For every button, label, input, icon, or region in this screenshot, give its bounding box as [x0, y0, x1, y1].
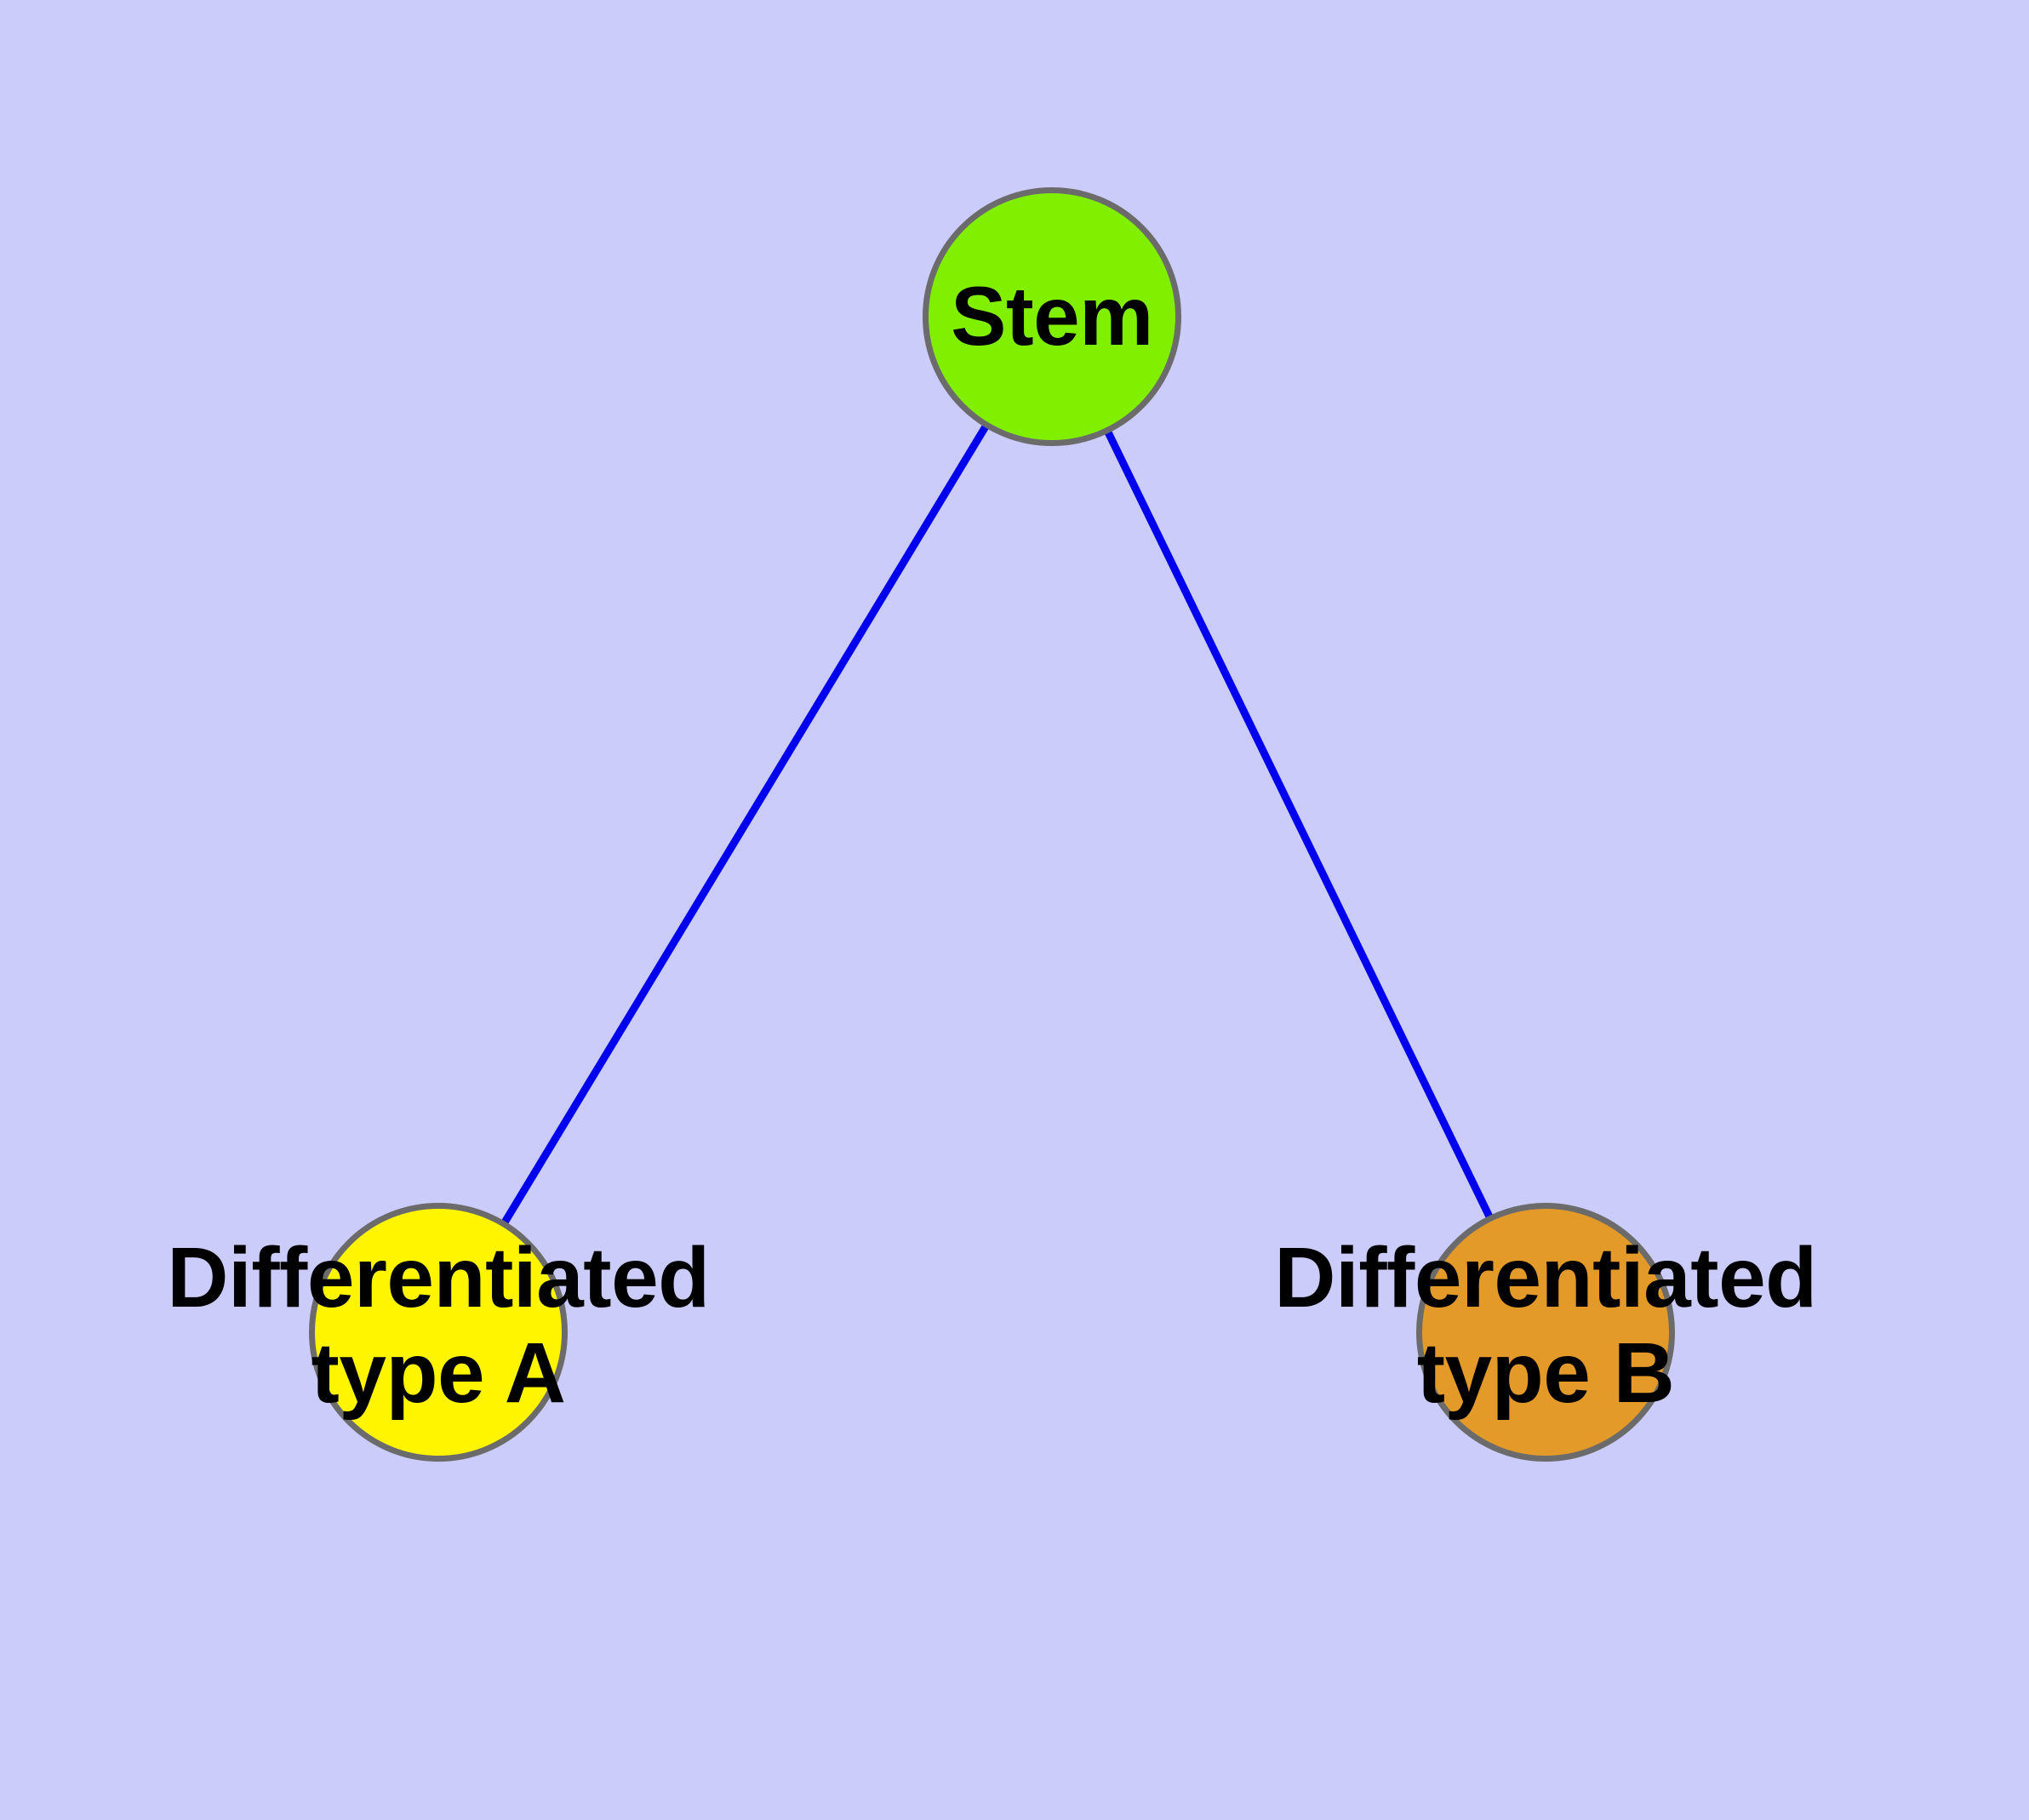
- node-differentiated-type-b[interactable]: [1416, 1203, 1675, 1462]
- node-differentiated-type-a[interactable]: [309, 1203, 568, 1462]
- node-stem[interactable]: [923, 187, 1181, 446]
- edge-stem-to-differentiated-type-b[interactable]: [1048, 315, 1550, 1334]
- edge-stem-to-differentiated-type-a[interactable]: [435, 314, 1055, 1335]
